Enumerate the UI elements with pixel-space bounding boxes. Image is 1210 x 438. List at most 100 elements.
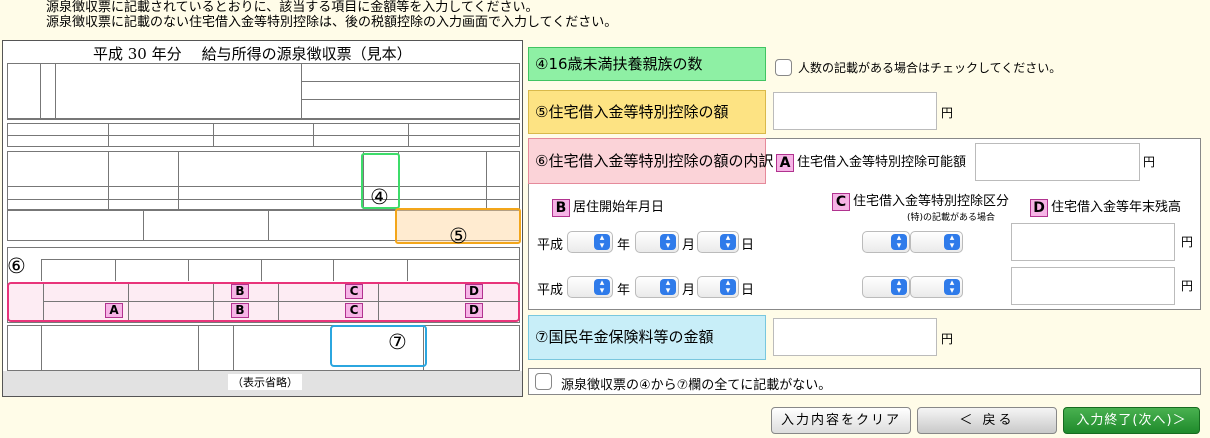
row1-yen-unit: 円: [1181, 235, 1194, 249]
slip-title-text: 給与所得の源泉徴収票（見本）: [201, 45, 412, 63]
row2-year-select[interactable]: ▴▾: [567, 276, 613, 298]
sample-highlight-6: [7, 282, 520, 322]
chevron-updown-icon: ▴▾: [594, 279, 610, 296]
row2-day-label: 日: [741, 283, 755, 298]
field7-amount-input[interactable]: [773, 318, 937, 356]
rule: [213, 123, 214, 147]
field6-b-text: 居住開始年月日: [573, 200, 665, 215]
row1-year-label: 年: [617, 238, 631, 253]
rule: [233, 325, 234, 371]
sample-highlight-7: [330, 325, 427, 367]
none-checkbox-text: 源泉徴収票の④から⑦欄の全てに記載がない。: [561, 378, 832, 393]
field4-label: ④16歳未満扶養親族の数: [528, 47, 766, 81]
row1-month-select[interactable]: ▴▾: [635, 231, 679, 253]
row2-yen-unit: 円: [1181, 279, 1194, 293]
sample-letter-b1: B: [231, 284, 249, 299]
chevron-updown-icon: ▴▾: [660, 234, 676, 251]
row1-day-select[interactable]: ▴▾: [697, 231, 739, 253]
instruction-line-1: 源泉徴収票に記載されているとおりに、該当する項目に金額等を入力してください。: [46, 0, 539, 15]
rule: [108, 123, 109, 147]
sample-withholding-slip: 平成 30 年分給与所得の源泉徴収票（見本） ④ ⑤ ⑥ B C D A B: [2, 40, 523, 397]
sample-highlight-5: [395, 208, 521, 244]
row2-category-select-1[interactable]: ▴▾: [862, 276, 910, 298]
field7-label: ⑦国民年金保険料等の金額: [528, 315, 766, 360]
row2-day-select[interactable]: ▴▾: [697, 276, 739, 298]
chevron-updown-icon: ▴▾: [944, 279, 960, 296]
row1-era: 平成: [537, 238, 564, 253]
row2-balance-input[interactable]: [1011, 267, 1175, 305]
rule: [55, 63, 56, 119]
row1-balance-input[interactable]: [1011, 223, 1175, 261]
row2-category-select-2[interactable]: ▴▾: [910, 276, 963, 298]
row1-day-label: 日: [741, 238, 755, 253]
rule: [261, 259, 262, 281]
instruction-line-2: 源泉徴収票に記載のない住宅借入金等特別控除は、後の税額控除の入力画面で入力してく…: [46, 15, 618, 30]
rule: [301, 81, 520, 82]
rule: [333, 259, 334, 281]
rule: [41, 259, 42, 281]
row2-era: 平成: [537, 283, 564, 298]
row1-category-select-2[interactable]: ▴▾: [910, 231, 963, 253]
rule: [301, 63, 302, 119]
slip-title: 平成 30 年分 給与所得の源泉徴収票（見本）: [93, 43, 432, 64]
sample-marker-6: ⑥: [7, 254, 26, 278]
omitted-note: （表示省略）: [228, 374, 302, 390]
field6-d-text: 住宅借入金等年末残高: [1051, 200, 1182, 215]
sample-letter-d2: D: [465, 303, 483, 318]
back-button[interactable]: ＜ 戻る: [917, 407, 1057, 434]
rule: [143, 209, 144, 241]
none-checkbox[interactable]: [535, 373, 552, 390]
slip-era: 平成 30 年分: [93, 45, 182, 63]
rule: [43, 301, 520, 302]
clear-button[interactable]: 入力内容をクリア: [771, 407, 911, 434]
next-button[interactable]: 入力終了(次へ)＞: [1063, 407, 1200, 434]
field4-checkbox[interactable]: [775, 59, 792, 76]
sample-letter-c1: C: [345, 284, 363, 299]
rule: [7, 186, 520, 187]
tag-a: A: [776, 153, 794, 172]
sample-letter-b2: B: [231, 303, 249, 318]
dependents-row: [7, 151, 520, 211]
field5-yen-unit: 円: [941, 106, 954, 120]
rule: [408, 123, 409, 147]
rule: [407, 259, 408, 281]
chevron-updown-icon: ▴▾: [891, 279, 907, 296]
tag-b: B: [552, 198, 570, 217]
rule: [213, 284, 214, 320]
sample-letter-d1: D: [465, 284, 483, 299]
field5-amount-input[interactable]: [773, 92, 937, 130]
row1-year-select[interactable]: ▴▾: [567, 231, 613, 253]
spouse-row: [7, 325, 520, 371]
rule: [188, 259, 189, 281]
field6-c-note: (特)の記載がある場合: [907, 213, 996, 223]
row1-category-select-1[interactable]: ▴▾: [862, 231, 910, 253]
sample-letter-c2: C: [345, 303, 363, 318]
instructions: 源泉徴収票に記載されているとおりに、該当する項目に金額等を入力してください。 源…: [46, 0, 617, 30]
field6-label: ⑥住宅借入金等特別控除の額の内訳: [528, 138, 773, 184]
chevron-updown-icon: ▴▾: [944, 234, 960, 251]
field6-a-text: 住宅借入金等特別控除可能額: [797, 155, 967, 170]
rule: [128, 284, 129, 320]
rule: [378, 284, 379, 320]
rule: [278, 284, 279, 320]
sample-letter-a: A: [105, 303, 123, 318]
row2-year-label: 年: [617, 283, 631, 298]
row2-month-select[interactable]: ▴▾: [635, 276, 679, 298]
rule: [43, 284, 44, 320]
field5-label: ⑤住宅借入金等特別控除の額: [528, 90, 766, 134]
rule: [40, 63, 41, 119]
field4-checkbox-text: 人数の記載がある場合はチェックしてください。: [798, 61, 1062, 75]
rule: [7, 199, 520, 200]
row2-month-label: 月: [682, 283, 696, 298]
sample-marker-5: ⑤: [449, 224, 468, 248]
tag-d: D: [1030, 198, 1048, 217]
rule: [423, 325, 424, 371]
rule: [7, 119, 520, 120]
rule: [115, 259, 116, 281]
chevron-updown-icon: ▴▾: [720, 279, 736, 296]
rule: [108, 151, 109, 211]
field6-a-input[interactable]: [975, 143, 1140, 181]
